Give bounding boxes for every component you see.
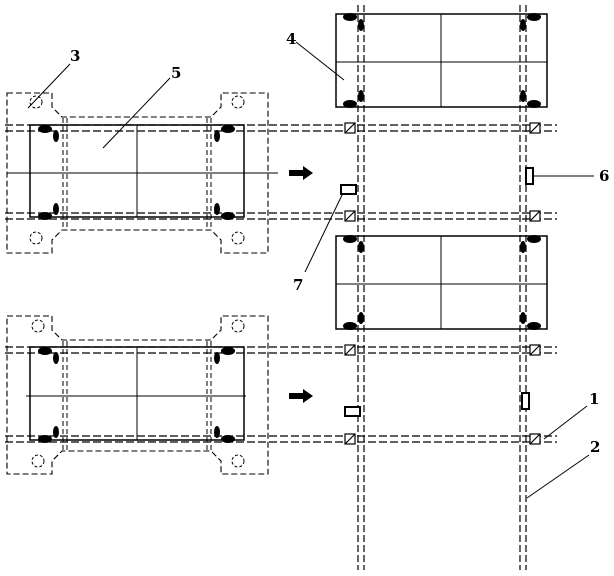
callout-7: 7 <box>293 276 303 294</box>
clamp-icon <box>344 433 356 445</box>
callout-4: 4 <box>286 30 296 48</box>
carrier-frame-outline <box>6 92 269 254</box>
callout-1: 1 <box>589 390 599 408</box>
left-assembly-bottom <box>6 315 269 475</box>
arrow-icon <box>289 389 313 403</box>
callout-5: 5 <box>171 64 181 82</box>
clamp-icon <box>344 210 356 222</box>
leader-lines <box>27 41 594 499</box>
block-7-top <box>340 184 357 195</box>
callout-3: 3 <box>70 47 80 65</box>
clamp-icon <box>344 344 356 356</box>
clamp-icon <box>529 433 541 445</box>
rail-clamps <box>344 122 541 445</box>
clamp-icon <box>529 344 541 356</box>
arrow-icon <box>289 166 313 180</box>
clamp-icon <box>529 122 541 134</box>
block-7-bottom <box>344 406 361 417</box>
clamp-icon <box>529 210 541 222</box>
small-blocks <box>340 167 534 417</box>
right-module-bottom <box>335 235 548 330</box>
left-assembly-top <box>6 92 278 254</box>
callout-6: 6 <box>599 167 609 185</box>
block-6-top <box>525 167 534 185</box>
right-module-top <box>335 13 548 108</box>
vertical-rails <box>357 5 527 570</box>
block-6-bottom <box>521 392 530 410</box>
callout-2: 2 <box>590 438 600 456</box>
carrier-frame-outline <box>6 315 269 475</box>
clamp-icon <box>344 122 356 134</box>
